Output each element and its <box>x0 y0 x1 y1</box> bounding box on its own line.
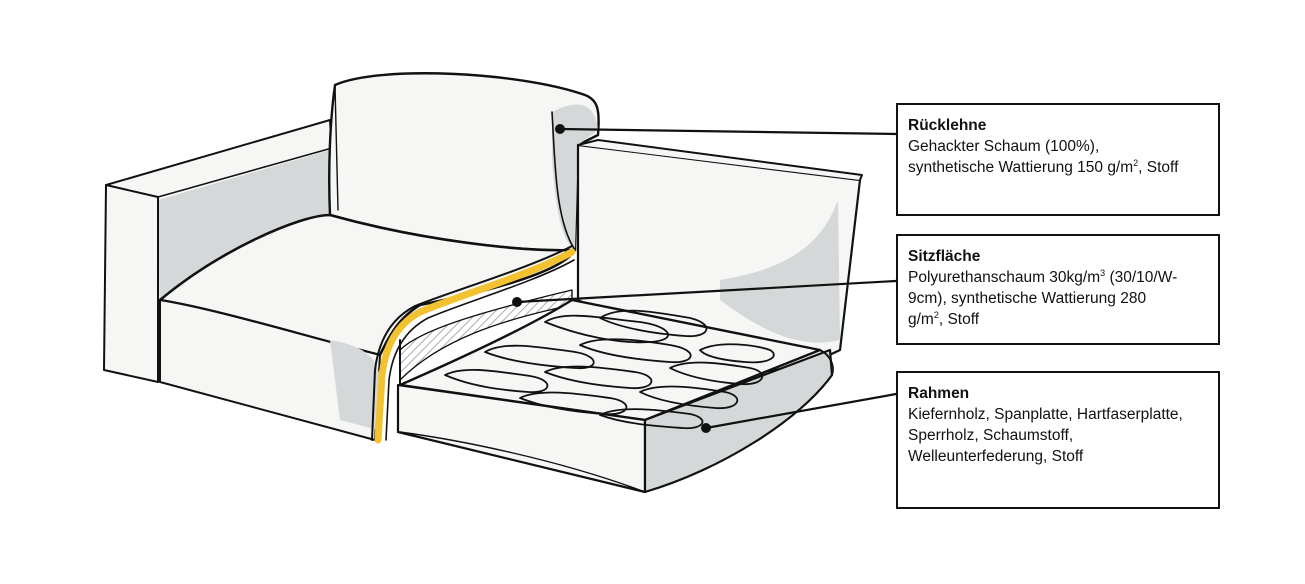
wave-springs <box>444 309 775 430</box>
callout-seat-line3-text: g/m <box>908 311 934 328</box>
sofa-drawing <box>103 72 898 494</box>
left-armrest-side-shade <box>158 150 332 330</box>
leader-dots <box>512 124 711 433</box>
leader-lines <box>515 127 898 430</box>
callout-backrest-line2-sup: 2 <box>1133 157 1139 168</box>
callout-backrest-line2-text: synthetische Wattierung 150 g/m <box>908 159 1134 176</box>
callout-seat-title: Sitzfläche <box>908 248 981 265</box>
callout-seat-line2: 9cm), synthetische Wattierung 280 <box>908 290 1147 307</box>
callout-seat-line3-sup: 2 <box>933 309 939 320</box>
callout-seat-line1-text: Polyurethanschaum 30kg/m <box>908 269 1101 286</box>
left-seat-front <box>159 299 381 441</box>
base-right-face <box>643 348 834 494</box>
callout-seat: Sitzfläche Polyurethanschaum 30kg/m3 (30… <box>896 234 1220 345</box>
callout-backrest-title: Rücklehne <box>908 117 987 134</box>
callout-seat-line3-end: , Stoff <box>938 311 980 328</box>
callout-frame-line2: Sperrholz, Schaumstoff, <box>908 427 1074 444</box>
callout-backrest: Rücklehne Gehackter Schaum (100%), synth… <box>896 103 1220 216</box>
callout-seat-line3: g/m2, Stoff <box>908 309 1208 330</box>
foam-layer-stripe <box>374 248 576 444</box>
callout-seat-line1-end: (30/10/W- <box>1105 269 1178 286</box>
callout-frame-line1: Kiefernholz, Spanplatte, Hartfaserplatte… <box>908 406 1183 423</box>
callout-seat-line1: Polyurethanschaum 30kg/m3 (30/10/W- <box>908 267 1208 288</box>
backrest-side-shade <box>552 104 598 251</box>
callout-frame-title: Rahmen <box>908 385 970 402</box>
callout-frame: Rahmen Kiefernholz, Spanplatte, Hartfase… <box>896 371 1220 509</box>
callout-backrest-line2: synthetische Wattierung 150 g/m2, Stoff <box>908 157 1208 178</box>
callout-backrest-line2-end: , Stoff <box>1138 159 1179 176</box>
callout-frame-line3: Welleunterfederung, Stoff <box>908 448 1084 465</box>
callout-seat-line1-sup: 3 <box>1100 267 1106 278</box>
callout-backrest-line1: Gehackter Schaum (100%), <box>908 138 1100 155</box>
